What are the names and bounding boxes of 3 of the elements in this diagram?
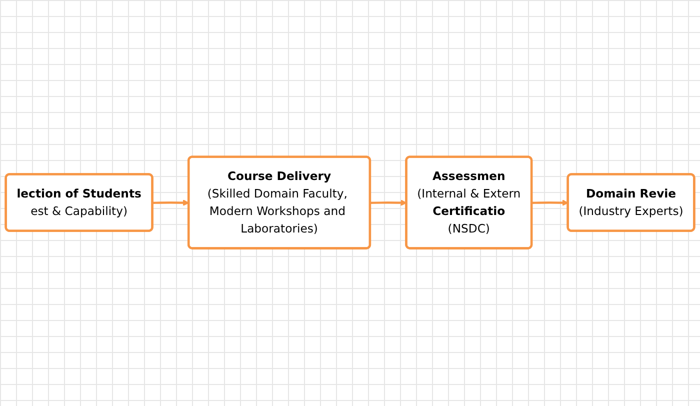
arrow [532, 200, 568, 206]
arrow [370, 200, 407, 206]
arrow [152, 200, 190, 206]
